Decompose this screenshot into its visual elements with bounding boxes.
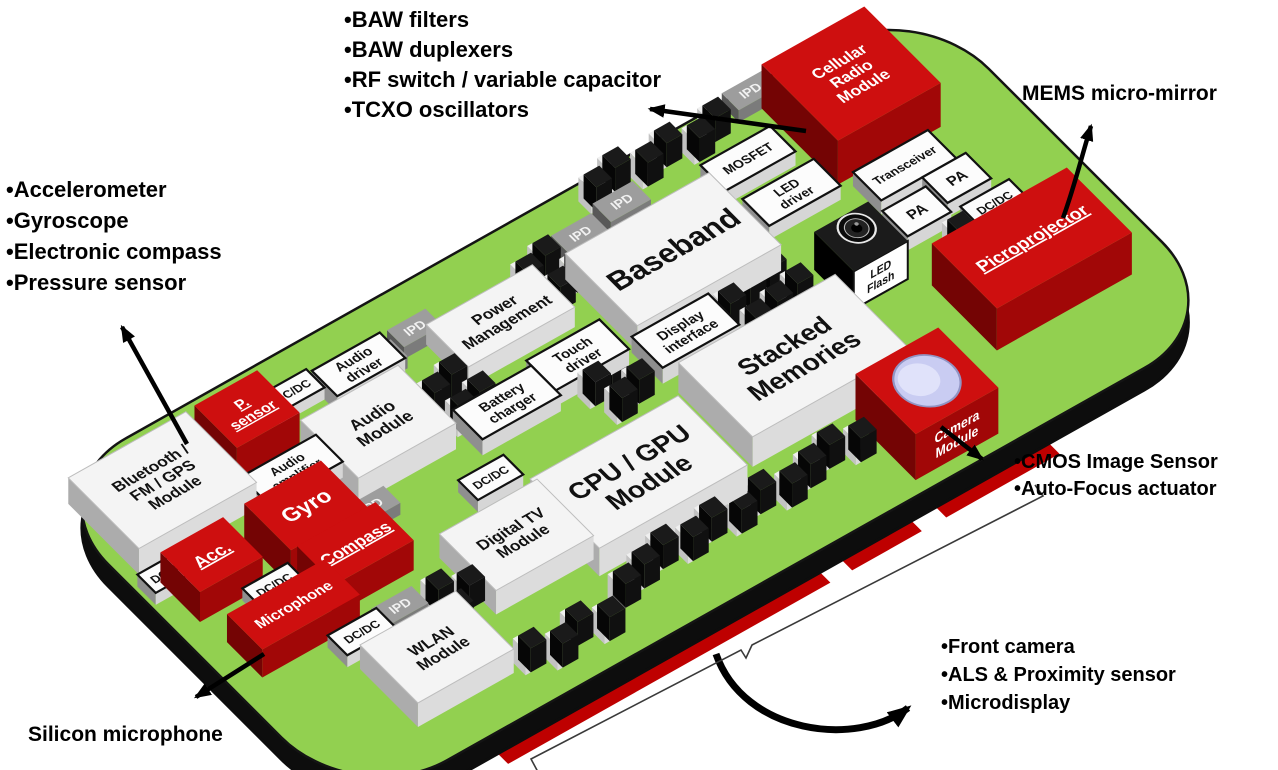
- callout-silicon-microphone: Silicon microphone: [28, 723, 223, 746]
- component-pa-2: PA: [920, 151, 993, 217]
- callout-mems-micro-mirror: MEMS micro-mirror: [1022, 82, 1217, 105]
- callout-motion-sensors: •Accelerometer •Gyroscope •Electronic co…: [6, 174, 222, 298]
- component-mosfet: MOSFET: [698, 124, 798, 205]
- callout-line: •Accelerometer: [6, 177, 167, 202]
- callout-line: •TCXO oscillators: [344, 97, 529, 122]
- capacitor: [798, 442, 827, 489]
- component-bt-module: Bluetooth /FM / GPSModule: [67, 411, 258, 575]
- callout-line: •BAW filters: [344, 7, 470, 32]
- component-led-flash: LEDFlash: [814, 201, 909, 312]
- component-battery-charger: Batterycharger: [450, 364, 563, 456]
- callout-display-side: •Front camera •ALS & Proximity sensor •M…: [941, 633, 1176, 717]
- callout-line: •Auto-Focus actuator: [1014, 478, 1217, 500]
- capacitor: [848, 416, 877, 463]
- component-power-mgmt: PowerManagement: [425, 264, 576, 387]
- capacitor: [635, 141, 664, 187]
- led-flash-lens: [836, 212, 877, 244]
- component-acc: Acc.: [160, 517, 263, 622]
- component-stacked-memories: StackedMemories: [677, 273, 911, 467]
- capacitor: [609, 376, 638, 423]
- callout-line: •Gyroscope: [6, 208, 129, 233]
- callout-line: •Front camera: [941, 636, 1075, 658]
- callout-line: •RF switch / variable capacitor: [344, 67, 662, 92]
- callout-line: •Pressure sensor: [6, 270, 187, 295]
- callout-camera-sensor: •CMOS Image Sensor •Auto-Focus actuator: [1014, 449, 1218, 503]
- callout-line: •CMOS Image Sensor: [1014, 451, 1218, 473]
- callout-line: •Microdisplay: [941, 692, 1071, 714]
- callout-rf-components: •BAW filters •BAW duplexers •RF switch /…: [344, 5, 661, 125]
- callout-line: •ALS & Proximity sensor: [941, 664, 1176, 686]
- component-cellular: CellularRadioModule: [761, 6, 941, 185]
- camera-lens: [892, 354, 962, 408]
- component-dcdc-5: DC/DC: [456, 453, 526, 513]
- callout-line: •BAW duplexers: [344, 37, 514, 62]
- component-wlan: WLANModule: [359, 590, 515, 727]
- callout-line: •Electronic compass: [6, 239, 222, 264]
